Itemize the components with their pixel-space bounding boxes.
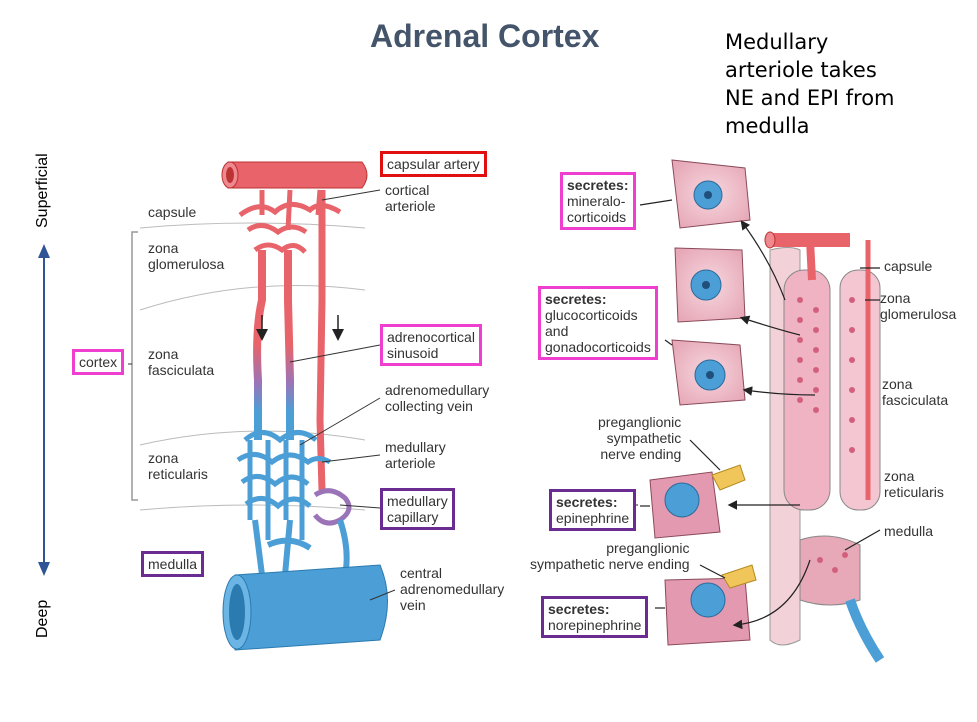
box-medullary-capillary: medullary capillary (380, 488, 455, 530)
label-preganglionic-1: preganglionic sympathetic nerve ending (598, 414, 681, 462)
flow-arrows (256, 315, 344, 341)
label-line: adrenomedullary (385, 382, 490, 398)
leader-lines-left (128, 189, 396, 601)
box-head: secretes: (567, 177, 629, 193)
box-cortex: cortex (72, 349, 125, 375)
label-preganglionic-2: preganglionic sympathetic nerve ending (530, 540, 690, 572)
label-zona-fasciculata-right: zona fasciculata (882, 376, 948, 408)
label-line: zona (148, 240, 179, 256)
note-line-1: Medullary (725, 30, 829, 54)
label-medulla-right: medulla (884, 523, 934, 539)
label-line: zona (880, 290, 911, 306)
box-secretes-norepinephrine: secretes: norepinephrine (541, 596, 649, 638)
cell-fasciculata-2 (671, 339, 746, 406)
label-line: cortical (385, 182, 430, 198)
box-head: secretes: (548, 601, 610, 617)
label-line: zona (882, 376, 913, 392)
central-vein-shape (222, 564, 388, 651)
box-adrenocortical-sinusoid: adrenocortical sinusoid (380, 324, 482, 366)
label-line: sympathetic (606, 430, 682, 446)
box-secretes-mineralocorticoids: secretes: mineralo- corticoids (560, 172, 636, 230)
reticular-network (236, 430, 332, 540)
box-line: norepinephrine (548, 617, 642, 633)
label-line: zona (884, 468, 915, 484)
box-head: secretes: (556, 494, 618, 510)
label-line: vein (400, 597, 426, 613)
label-capsule-left: capsule (148, 204, 197, 220)
capsular-artery-shape (221, 161, 368, 189)
cell-chromaffin-epi (649, 464, 746, 539)
note-line-3: NE and EPI from (725, 86, 895, 110)
box-line: medullary (387, 493, 448, 509)
label-line: reticularis (884, 484, 944, 500)
axis-superficial: Superficial (34, 153, 51, 228)
label-line: preganglionic (598, 414, 682, 430)
note-line-4: medulla (725, 114, 810, 138)
label-zona-reticularis-right: zona reticularis (884, 468, 944, 500)
cell-fasciculata-1 (674, 247, 746, 323)
box-line: mineralo- (567, 193, 626, 209)
label-line: nerve ending (600, 446, 682, 462)
label-line: reticularis (148, 466, 208, 482)
box-medulla: medulla (141, 551, 205, 577)
label-zona-reticularis-left: zona reticularis (148, 450, 208, 482)
label-zona-glomerulosa-right: zona glomerulosa (880, 290, 956, 322)
box-line: glucocorticoids (545, 307, 638, 323)
page-title: Adrenal Cortex (370, 18, 600, 54)
label-line: fasciculata (882, 392, 949, 408)
box-line: sinusoid (387, 345, 439, 361)
box-secretes-glucocorticoids: secretes: glucocorticoids and gonadocort… (538, 286, 658, 360)
label-central-vein: central adrenomedullary vein (400, 565, 504, 613)
label-line: central (400, 565, 443, 581)
medullary-capillary-shape (313, 488, 352, 526)
label-capsule-right: capsule (884, 258, 933, 274)
label-line: medullary (385, 439, 446, 455)
label-line: glomerulosa (148, 256, 225, 272)
box-line: and (545, 323, 569, 339)
label-zona-glomerulosa-left: zona glomerulosa (148, 240, 224, 272)
cell-chromaffin-nor (664, 564, 757, 646)
label-zona-fasciculata-left: zona fasciculata (148, 346, 214, 378)
label-line: preganglionic (606, 540, 690, 556)
label-line: zona (148, 346, 179, 362)
label-line: arteriole (385, 455, 436, 471)
box-line: adrenocortical (387, 329, 475, 345)
note-text: Medullary arteriole takes NE and EPI fro… (725, 28, 925, 140)
label-adrenomedullary-vein: adrenomedullary collecting vein (385, 382, 489, 414)
label-cortical-arteriole: cortical arteriole (385, 182, 436, 214)
label-line: collecting vein (385, 398, 473, 414)
note-line-2: arteriole takes (725, 58, 877, 82)
sinusoids (253, 250, 294, 440)
label-medullary-arteriole: medullary arteriole (385, 439, 446, 471)
box-secretes-epinephrine: secretes: epinephrine (549, 489, 637, 531)
box-line: gonadocorticoids (545, 339, 651, 355)
depth-axis (38, 244, 50, 576)
box-line: capillary (387, 509, 439, 525)
cell-glomerulosa (671, 159, 751, 229)
label-line: glomerulosa (880, 306, 957, 322)
leader-lines-right (639, 199, 881, 630)
label-line: adrenomedullary (400, 581, 505, 597)
box-head: secretes: (545, 291, 607, 307)
label-line: zona (148, 450, 179, 466)
axis-deep: Deep (34, 599, 51, 638)
medullary-arteriole-shape (316, 190, 326, 491)
box-capsular-artery: capsular artery (380, 151, 487, 177)
label-line: sympathetic nerve ending (530, 556, 690, 572)
cortex-bracket (131, 231, 138, 501)
box-line: epinephrine (556, 510, 630, 526)
label-line: arteriole (385, 198, 436, 214)
label-line: fasciculata (148, 362, 215, 378)
box-line: corticoids (567, 209, 627, 225)
right-cortex-strip (764, 231, 885, 663)
